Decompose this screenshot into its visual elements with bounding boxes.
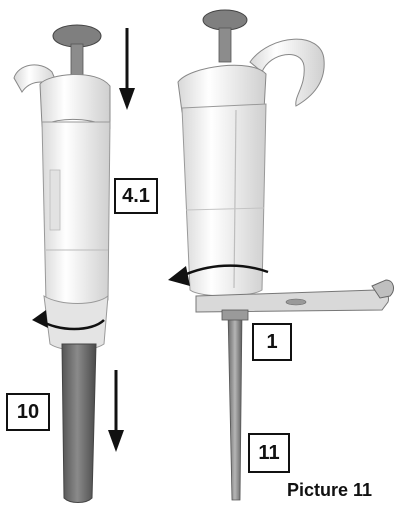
down-arrow-icon: [119, 28, 135, 110]
right-ejector-clip: [371, 279, 394, 299]
down-arrow-icon: [108, 370, 124, 452]
right-plunger-knob: [202, 9, 248, 31]
left-body-window: [49, 169, 61, 231]
left-head: [39, 74, 111, 129]
curved-rotate-arrow-icon: [32, 310, 105, 331]
curved-rotate-arrow-icon: [168, 264, 269, 286]
right-finger-hook: [249, 38, 325, 107]
right-body-seam: [185, 207, 265, 211]
left-plunger-rod: [70, 43, 84, 79]
right-tip-rod: [227, 311, 243, 501]
right-plunger-rod: [218, 27, 232, 63]
right-head: [177, 64, 267, 113]
right-pipette: [177, 9, 394, 501]
callout-step-1: 1: [252, 323, 292, 361]
arrows: [32, 28, 269, 452]
callout-step-11: 11: [248, 433, 290, 473]
left-collar: [43, 294, 109, 351]
figure-caption: Picture 11: [287, 480, 373, 500]
right-rod-collar: [221, 309, 249, 321]
left-pipette: [13, 24, 111, 503]
callout-step-4-1: 4.1: [114, 178, 158, 214]
right-body-groove: [233, 109, 237, 289]
left-shaft: [61, 343, 97, 503]
callout-step-10: 10: [6, 393, 50, 431]
right-ejector-hole: [285, 298, 307, 306]
